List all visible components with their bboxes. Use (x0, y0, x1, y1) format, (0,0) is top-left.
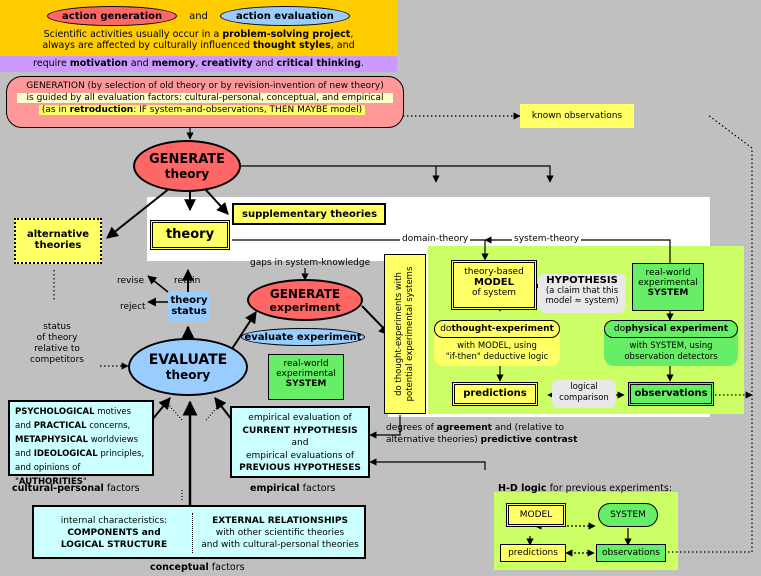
theory-status-box[interactable]: theory status (168, 292, 210, 322)
hd-logic-label: H-D logic for previous experiments: (498, 483, 673, 494)
empirical-label: empirical factors (250, 483, 336, 494)
intro-line-1: Scientific activities usually occur in a… (43, 29, 354, 40)
hd-predictions-box[interactable]: predictions (500, 544, 566, 562)
system-theory-label: system-theory (512, 234, 582, 244)
thought-experiment-pill: do thought-experiment (434, 320, 560, 338)
generate-theory-ellipse[interactable]: GENERATE theory (133, 140, 241, 192)
real-world-system-right[interactable]: real-world experimental SYSTEM (632, 263, 704, 311)
conceptual-box: internal characteristics: COMPONENTS and… (32, 505, 366, 559)
predictions-box[interactable]: predictions (452, 382, 538, 406)
retain-label: retain (174, 276, 201, 286)
cultural-personal-label: cultural-personal factors (12, 483, 140, 494)
cultural-personal-box: PSYCHOLOGICAL motives and PRACTICAL conc… (8, 400, 154, 487)
physical-experiment-pill: do physical experiment (604, 320, 738, 338)
hd-model-box[interactable]: MODEL (506, 503, 566, 527)
revise-label: revise (117, 276, 145, 286)
known-observations-label: known observations (520, 104, 634, 128)
generation-line-2: is guided by all evaluation factors: cul… (17, 93, 393, 103)
hd-observations-box[interactable]: observations (596, 544, 666, 562)
generation-line-1: GENERATION (by selection of old theory o… (26, 81, 384, 91)
and-label: and (189, 10, 208, 22)
generation-panel: GENERATION (by selection of old theory o… (6, 76, 404, 128)
action-generation-ellipse: action generation (47, 6, 178, 26)
real-world-system-left[interactable]: real-world experimental SYSTEM (268, 354, 344, 400)
alternative-theories-box[interactable]: alternative theories (14, 218, 102, 264)
evaluate-theory-ellipse[interactable]: EVALUATE theory (128, 338, 248, 396)
gaps-label: gaps in system-knowledge (250, 258, 371, 268)
domain-theory-label: domain-theory (400, 234, 471, 244)
logical-comparison-label: logical comparison (552, 380, 616, 408)
status-relative-label: status of theory relative to competitors (30, 322, 84, 365)
generate-experiment-ellipse[interactable]: GENERATE experiment (247, 279, 363, 321)
empirical-box: empirical evaluation of CURRENT HYPOTHES… (230, 406, 370, 478)
thought-experiment-vertical-label: do thought-experiments with potential ex… (384, 254, 426, 414)
physical-experiment-panel[interactable]: do physical experiment with SYSTEM, usin… (604, 320, 738, 366)
hd-system-box[interactable]: SYSTEM (598, 503, 658, 527)
reject-label: reject (120, 302, 146, 312)
theory-box[interactable]: theory (150, 220, 230, 250)
thought-experiment-panel[interactable]: do thought-experiment with MODEL, using … (434, 320, 560, 366)
observations-box[interactable]: observations (628, 382, 714, 406)
degrees-of-agreement-label: degrees of agreement and (relative to al… (386, 423, 578, 445)
intro-panel: action generation and action evaluation … (0, 0, 397, 56)
intro-line-2: always are affected by culturally influe… (42, 40, 355, 51)
evaluate-experiment-ellipse[interactable]: evaluate experiment (241, 328, 365, 346)
hypothesis-label: HYPOTHESIS (a claim that this model ≈ sy… (538, 273, 626, 313)
intro-line-3: require motivation and memory, creativit… (0, 56, 397, 72)
conceptual-label: conceptual factors (150, 562, 245, 573)
generation-line-3: (as in retroduction: IF system-and-obser… (39, 105, 365, 115)
supplementary-theories-box[interactable]: supplementary theories (232, 203, 386, 225)
model-box[interactable]: theory-based MODEL of system (451, 260, 537, 310)
action-evaluation-ellipse: action evaluation (219, 6, 350, 26)
